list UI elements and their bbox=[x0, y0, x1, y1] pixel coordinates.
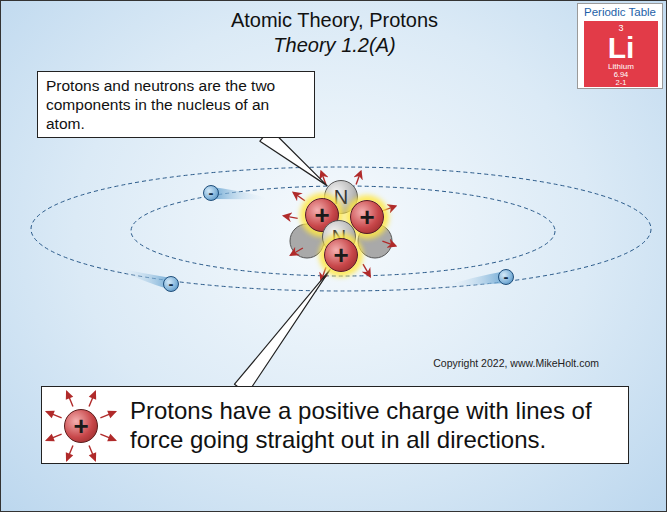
charge-sign: + bbox=[359, 204, 374, 230]
atomic-number: 3 bbox=[618, 23, 623, 33]
force-arrowhead bbox=[107, 434, 117, 441]
outer-orbit bbox=[31, 167, 651, 291]
periodic-table-box: Periodic Table 3LiLithium6.942-1 bbox=[577, 3, 663, 89]
charge-sign: + bbox=[73, 413, 88, 439]
charge-sign: - bbox=[169, 277, 174, 291]
force-arrowhead bbox=[66, 390, 73, 400]
electron: - bbox=[203, 185, 219, 201]
neutron-letter: N bbox=[334, 187, 348, 207]
callout-pointer bbox=[235, 269, 331, 393]
electron-trail bbox=[113, 267, 171, 290]
element-tile: 3LiLithium6.942-1 bbox=[584, 21, 658, 87]
element-name: Lithium bbox=[608, 62, 634, 71]
electron: - bbox=[163, 276, 179, 292]
copyright-note: Copyright 2022, www.MikeHolt.com bbox=[433, 357, 599, 369]
electron-trail bbox=[211, 187, 273, 200]
charge-sign: - bbox=[504, 270, 509, 284]
shell-config: 2-1 bbox=[616, 79, 627, 87]
force-arrowhead bbox=[89, 390, 96, 400]
proton: + bbox=[324, 238, 358, 272]
force-lines bbox=[284, 172, 396, 281]
electron: - bbox=[498, 269, 514, 285]
callout-text: Protons and neutrons are the two compone… bbox=[46, 76, 306, 133]
callout-box: Protons have a positive charge with line… bbox=[41, 386, 629, 464]
force-arrowhead bbox=[66, 452, 73, 462]
atomic-mass: 6.94 bbox=[614, 71, 629, 79]
force-arrowhead bbox=[107, 411, 117, 418]
element-symbol: Li bbox=[608, 33, 635, 62]
charge-sign: + bbox=[333, 242, 348, 268]
electron-trail bbox=[439, 271, 506, 288]
pointer-wedge bbox=[235, 269, 331, 393]
diagram-title: Atomic Theory, Protons bbox=[1, 9, 667, 32]
charge-sign: - bbox=[209, 186, 214, 200]
force-arrowhead bbox=[45, 434, 55, 441]
inner-orbit bbox=[131, 186, 555, 276]
proton: + bbox=[350, 200, 384, 234]
callout-text: Protons have a positive charge with line… bbox=[130, 396, 616, 454]
callout-box: Protons and neutrons are the two compone… bbox=[37, 71, 315, 138]
panel-heading: Periodic Table bbox=[578, 4, 662, 18]
force-arrowhead bbox=[89, 452, 96, 462]
proton-icon: + bbox=[64, 409, 98, 443]
force-arrowhead bbox=[45, 411, 55, 418]
theory-number: Theory 1.2(A) bbox=[1, 34, 667, 57]
